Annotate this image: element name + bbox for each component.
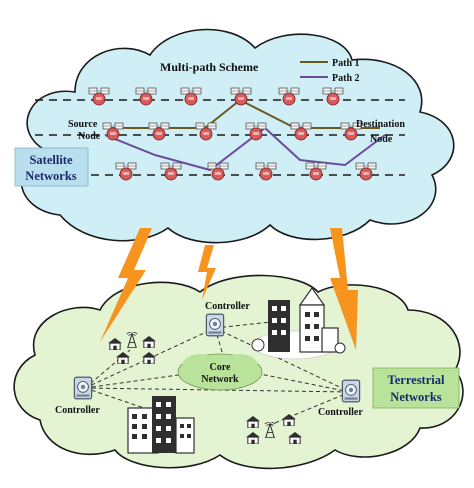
controller-label-right: Controller bbox=[318, 407, 363, 418]
legend-path-1: Path 1 bbox=[332, 58, 360, 69]
building-icon bbox=[127, 396, 195, 454]
satellite-networks-box: Satellite Networks bbox=[14, 147, 89, 187]
legend-path-2: Path 2 bbox=[332, 73, 360, 84]
controller-label-left: Controller bbox=[55, 405, 100, 416]
building-icon bbox=[251, 286, 346, 360]
controller-label-top: Controller bbox=[205, 301, 250, 312]
legend: Path 1 Path 2 bbox=[300, 58, 360, 84]
lightning-middle-icon bbox=[198, 245, 216, 300]
satellite-networks-line2: Networks bbox=[25, 169, 77, 183]
scheme-title: Multi-path Scheme bbox=[160, 60, 259, 74]
source-label-line2: Node bbox=[78, 131, 101, 142]
source-label-line1: Source bbox=[68, 119, 98, 130]
core-network-line2: Network bbox=[201, 374, 239, 385]
lightning-left-icon bbox=[100, 228, 152, 342]
satellite-networks-line1: Satellite bbox=[29, 153, 72, 167]
satellite-cloud bbox=[20, 28, 455, 244]
destination-label-line2: Node bbox=[370, 134, 393, 145]
controller-icon bbox=[205, 313, 225, 337]
terrestrial-networks-line1: Terrestrial bbox=[388, 373, 445, 387]
destination-label-line1: Destination bbox=[356, 119, 405, 130]
controller-icon bbox=[73, 376, 93, 400]
core-network: Core Network bbox=[177, 353, 263, 391]
lightning-right-icon bbox=[330, 228, 358, 350]
ground-links bbox=[84, 319, 351, 426]
controller-icon bbox=[341, 379, 361, 403]
terrestrial-networks-line2: Networks bbox=[390, 390, 442, 404]
terrestrial-networks-box: Terrestrial Networks bbox=[372, 367, 460, 409]
core-network-line1: Core bbox=[210, 362, 231, 373]
